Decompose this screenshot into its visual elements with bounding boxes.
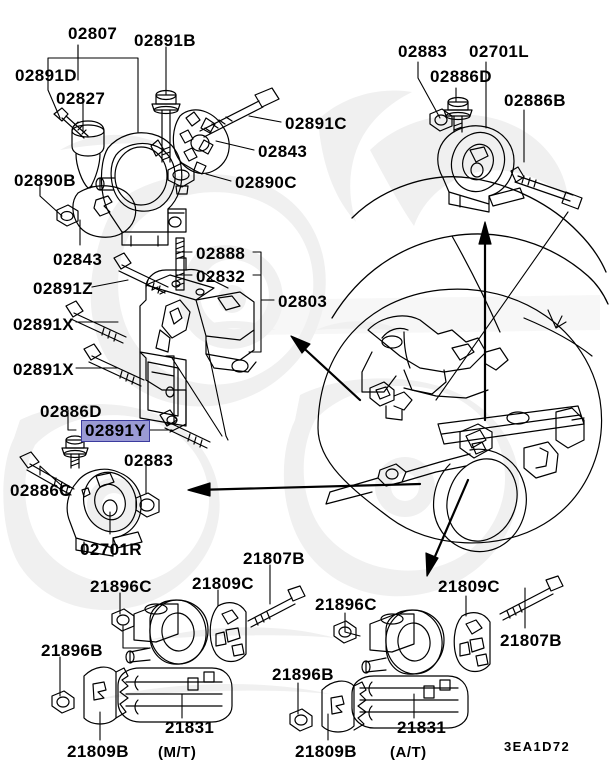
part-label-02891Z[interactable]: 02891Z (33, 279, 94, 298)
part-label-02843-upper[interactable]: 02843 (258, 142, 308, 161)
part-label-02890C[interactable]: 02890C (235, 173, 297, 192)
part-label-21809B-at[interactable]: 21809B (295, 742, 357, 761)
part-label-02886C[interactable]: 02886C (10, 481, 72, 500)
part-label-21896B-mt[interactable]: 21896B (41, 641, 103, 660)
part-label-21809C-at[interactable]: 21809C (438, 577, 500, 596)
part-label-02701L[interactable]: 02701L (469, 42, 530, 61)
part-label-02827[interactable]: 02827 (56, 89, 106, 108)
diagram-code: 3EA1D72 (504, 739, 571, 754)
part-label-02891X-2[interactable]: 02891X (13, 360, 75, 379)
part-label-21831-at[interactable]: 21831 (397, 718, 447, 737)
part-label-02803[interactable]: 02803 (278, 292, 328, 311)
part-label-21896B-at[interactable]: 21896B (272, 665, 334, 684)
part-label-21831-mt[interactable]: 21831 (165, 718, 215, 737)
part-label-02891D[interactable]: 02891D (15, 66, 77, 85)
part-label-02807[interactable]: 02807 (68, 24, 118, 43)
part-label-02886D-upper[interactable]: 02886D (430, 67, 492, 86)
part-label-02891X-1[interactable]: 02891X (13, 315, 75, 334)
part-label-02886D-lower[interactable]: 02886D (40, 402, 102, 421)
part-label-02890B[interactable]: 02890B (14, 171, 76, 190)
part-label-21807B-at[interactable]: 21807B (500, 631, 562, 650)
part-label-02891C[interactable]: 02891C (285, 114, 347, 133)
part-label-02891B[interactable]: 02891B (134, 31, 196, 50)
part-label-02888[interactable]: 02888 (196, 244, 246, 263)
part-label-02886B[interactable]: 02886B (504, 91, 566, 110)
part-label-02891Y-highlighted[interactable]: 02891Y (81, 420, 151, 442)
part-label-02832[interactable]: 02832 (196, 267, 246, 286)
part-label-21807B-mt[interactable]: 21807B (243, 549, 305, 568)
part-label-21809C-mt[interactable]: 21809C (192, 574, 254, 593)
part-label-21896C-at[interactable]: 21896C (315, 595, 377, 614)
part-label-02701R[interactable]: 02701R (80, 540, 142, 559)
part-label-02883-lower[interactable]: 02883 (124, 451, 174, 470)
part-label-02843-lower[interactable]: 02843 (53, 250, 103, 269)
part-label-02883-upper[interactable]: 02883 (398, 42, 448, 61)
part-label-21809B-mt[interactable]: 21809B (67, 742, 129, 761)
part-label-21896C-mt[interactable]: 21896C (90, 577, 152, 596)
transmission-note-at: (A/T) (390, 744, 427, 761)
transmission-note-mt: (M/T) (158, 744, 197, 761)
